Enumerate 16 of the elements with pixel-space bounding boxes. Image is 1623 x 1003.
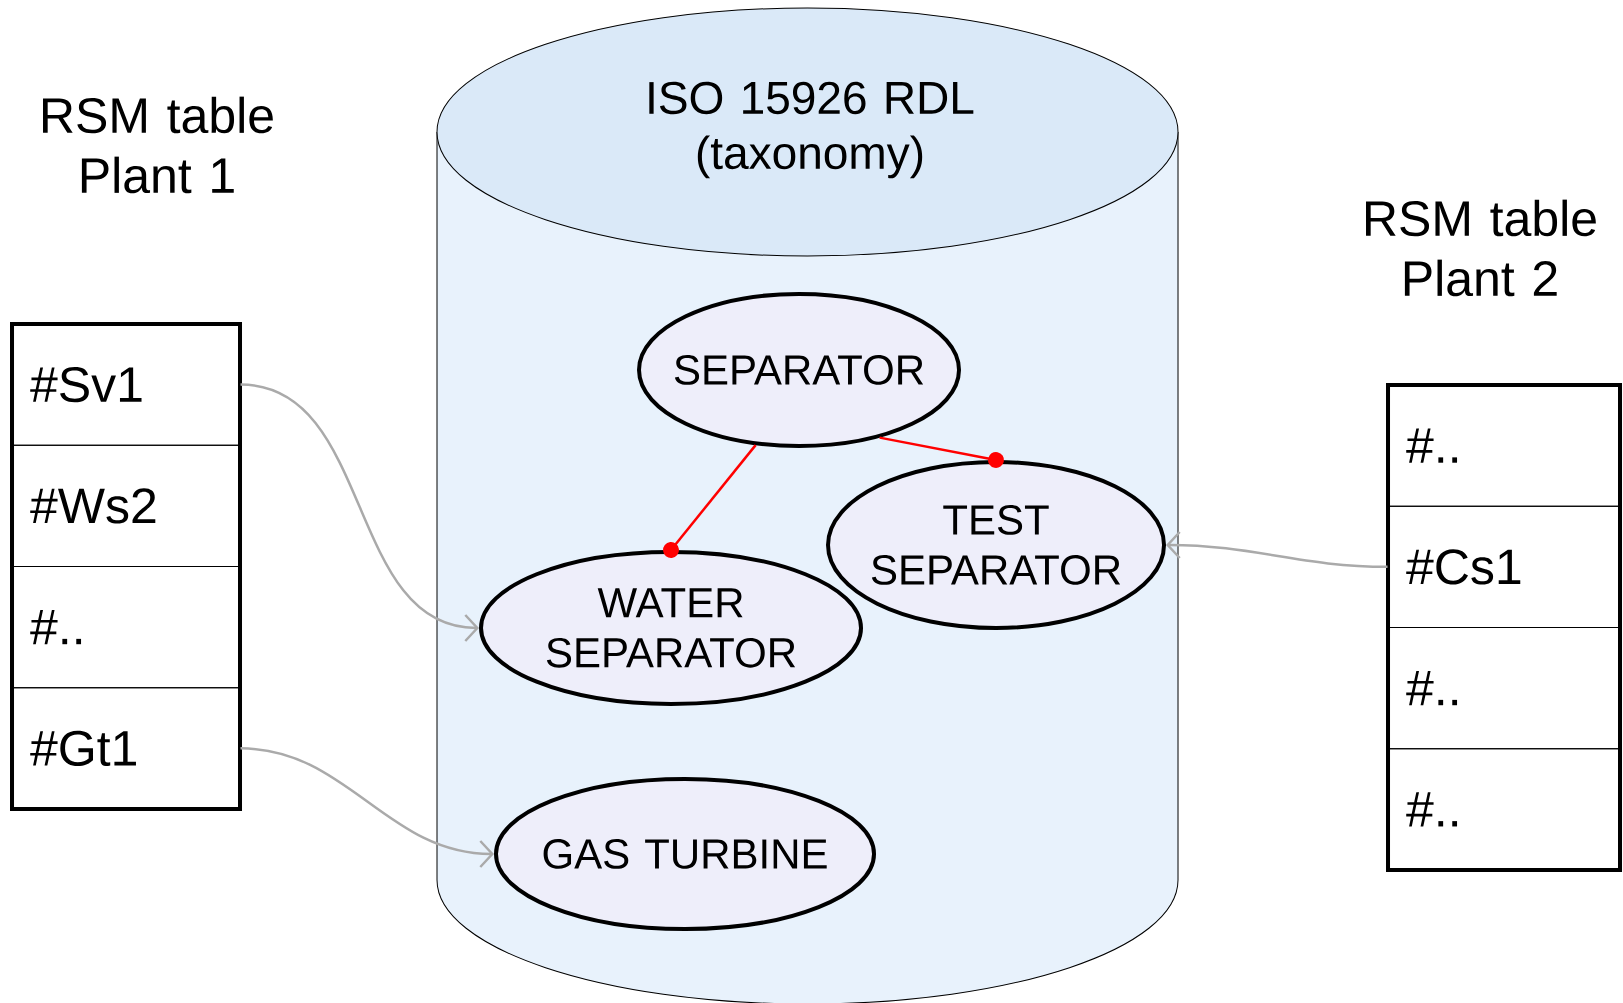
table-cell: #Gt1	[11, 687, 241, 810]
table-cell: #..	[1387, 748, 1621, 871]
node-label: ISO 15926 RDL	[649, 81, 974, 115]
node-label: RSM table Plant 2	[1366, 199, 1596, 297]
node-label: #..	[1406, 428, 1458, 463]
connector	[663, 444, 757, 558]
table-cell: #..	[11, 566, 241, 689]
arrow	[240, 747, 494, 868]
arrow	[1166, 531, 1388, 569]
arrow	[240, 383, 479, 642]
node-label: RSM table Plant 1	[43, 96, 273, 194]
connector	[879, 436, 1004, 468]
table-cell: #..	[1387, 627, 1621, 750]
table-cell: #Cs1	[1387, 505, 1621, 628]
table-cell: #Ws2	[11, 444, 241, 567]
node-label: #Sv1	[30, 366, 142, 403]
